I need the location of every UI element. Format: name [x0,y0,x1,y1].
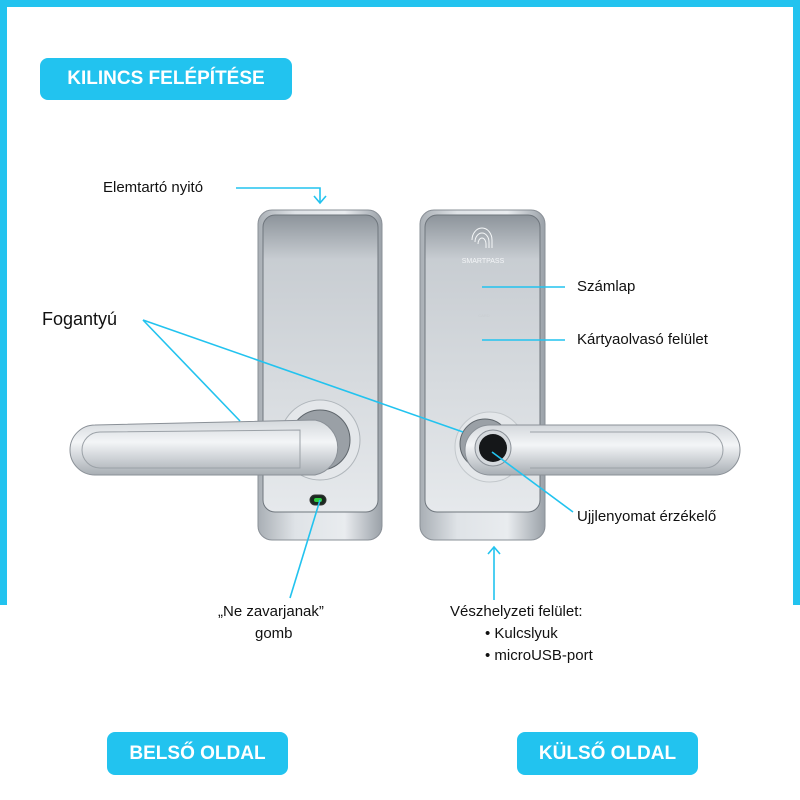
dnd-button-led [314,498,322,502]
label-dnd-line1: „Ne zavarjanak” [218,603,324,620]
page-title: KILINCS FELÉPÍTÉSE [40,58,292,100]
label-emergency: Vészhelyzeti felület: [450,603,583,620]
callout-lines [142,187,574,600]
label-usb-port: • microUSB-port [485,647,593,664]
outer-lock: SMARTPASS CARD [419,209,741,541]
outer-side-badge: KÜLSŐ OLDAL [517,732,698,775]
label-fingerprint: Ujjlenyomat érzékelő [577,508,717,525]
card-mark: CARD [478,313,489,318]
border-frame [0,0,800,605]
fingerprint-sensor [479,434,507,462]
label-dnd-line2: gomb [255,625,293,642]
inner-lock [69,209,383,541]
inner-side-badge: BELSŐ OLDAL [107,732,288,775]
label-battery-opener: Elemtartó nyitó [103,179,204,196]
label-keyhole: • Kulcslyuk [485,625,558,642]
label-card-reader: Kártyaolvasó felület [577,331,708,348]
fingerprint-logo-icon [471,227,493,248]
label-keypad: Számlap [577,278,636,295]
smartpass-logo: SMARTPASS [462,258,505,265]
label-handle: Fogantyú [42,309,118,329]
